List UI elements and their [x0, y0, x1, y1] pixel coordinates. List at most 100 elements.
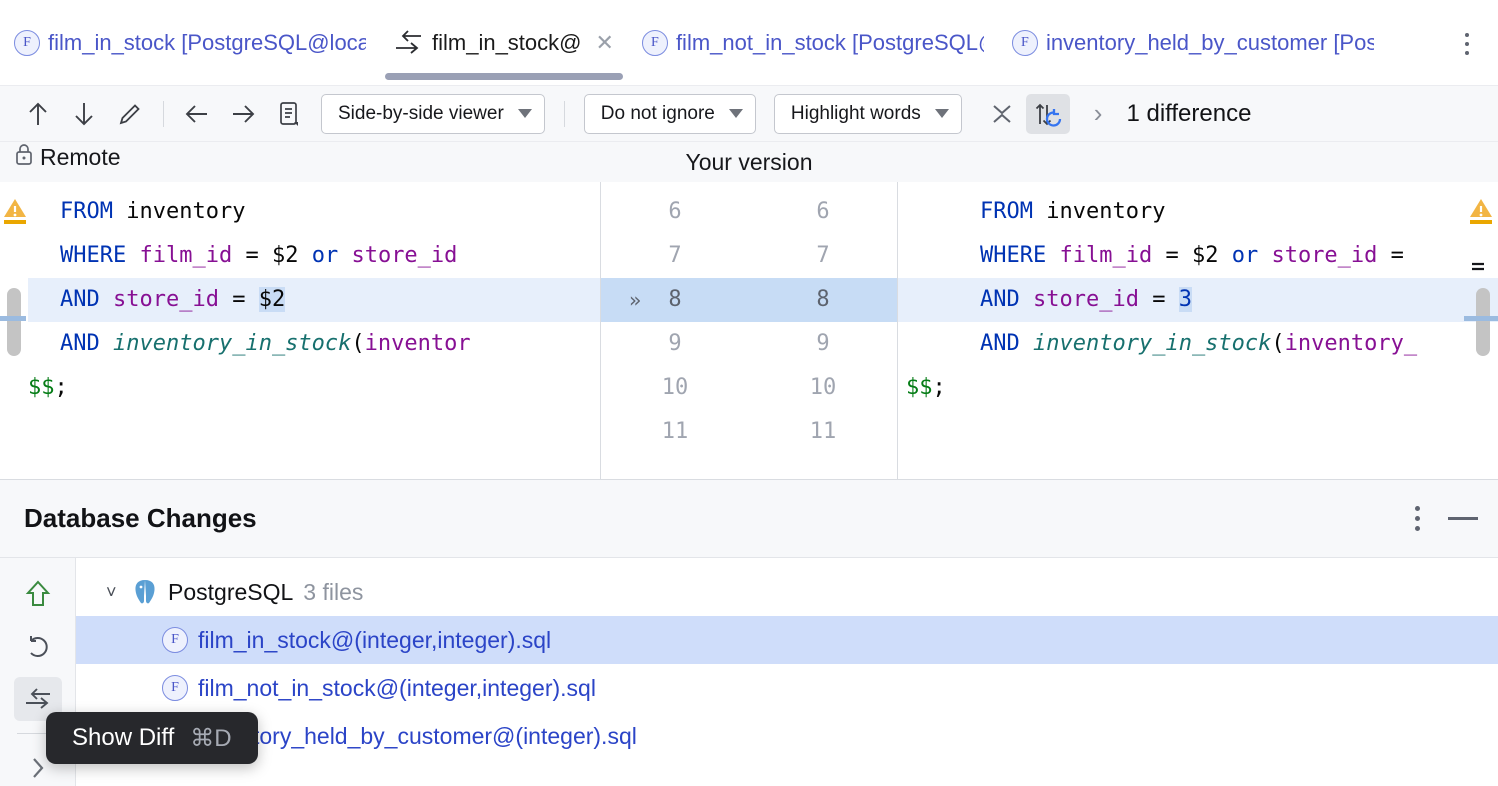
- ignore-mode-label: Do not ignore: [600, 102, 715, 124]
- function-file-icon: F: [1011, 29, 1038, 56]
- code-line: AND inventory_in_stock(inventor: [60, 331, 471, 356]
- line-number: 10: [809, 375, 837, 400]
- left-pane-title-label: Remote: [40, 143, 121, 170]
- tree-group-postgresql[interactable]: ˅ PostgreSQL 3 files: [76, 568, 1498, 616]
- rollback-icon[interactable]: [14, 624, 62, 668]
- line-number: 5: [749, 182, 897, 190]
- left-scrollbar-thumb[interactable]: [7, 288, 21, 356]
- code-line: [28, 410, 600, 454]
- apply-change-marker[interactable]: »: [629, 288, 642, 312]
- right-code-pane[interactable]: SELECT inventory_id FROM inventory WHERE…: [897, 182, 1498, 479]
- warning-triangle-icon: [2, 196, 28, 231]
- list-item-label: inventory_held_by_customer@(integer).sql: [198, 722, 637, 749]
- tab-label: inventory_held_by_customer [PostgreSQL@l…: [1045, 29, 1374, 55]
- code-line: FROM inventory: [60, 199, 246, 224]
- function-file-icon: F: [162, 627, 188, 653]
- viewer-mode-label: Side-by-side viewer: [338, 102, 504, 124]
- code-line: WHERE film_id = $2 or store_id: [60, 243, 458, 268]
- tooltip-show-diff: Show Diff ⌘D: [46, 712, 258, 764]
- highlight-mode-dropdown[interactable]: Highlight words: [773, 93, 962, 134]
- line-number: 11: [809, 419, 837, 444]
- diff-toolbar: Side-by-side viewer Do not ignore Highli…: [0, 86, 1498, 142]
- sync-scroll-icon[interactable]: [1025, 93, 1070, 134]
- function-file-icon: F: [162, 675, 188, 701]
- database-changes-header: Database Changes: [0, 480, 1498, 558]
- arrow-down-icon[interactable]: [62, 94, 106, 134]
- arrow-right-icon[interactable]: [221, 94, 265, 134]
- code-line: SELECT inventory_id: [28, 182, 600, 190]
- code-line: AND inventory_in_stock(inventory_: [980, 331, 1418, 356]
- close-icon[interactable]: ✕: [595, 29, 614, 55]
- line-number: 6: [668, 199, 682, 224]
- line-number-changed: 8: [601, 278, 749, 322]
- word-diff-token: 3: [1178, 287, 1192, 312]
- tab-label: film_in_stock@: [432, 29, 582, 55]
- line-number: 6: [816, 199, 830, 224]
- expand-chevron-icon[interactable]: [14, 746, 62, 786]
- line-number: 11: [661, 419, 689, 444]
- collapse-icon[interactable]: [980, 94, 1024, 134]
- lock-icon: [14, 142, 34, 172]
- line-number: 7: [668, 243, 682, 268]
- left-code-pane[interactable]: SELECT inventory_id FROM inventory WHERE…: [28, 182, 601, 479]
- tab-label: film_not_in_stock [PostgreSQL@localhost]: [675, 29, 984, 55]
- list-item-label: film_not_in_stock@(integer,integer).sql: [198, 674, 596, 701]
- ignore-mode-dropdown[interactable]: Do not ignore: [583, 93, 756, 134]
- annotate-document-icon[interactable]: [267, 94, 311, 134]
- right-scrollbar-change-marker: [1464, 316, 1498, 321]
- tooltip-shortcut: ⌘D: [190, 724, 232, 752]
- list-item-label: film_in_stock@(integer,integer).sql: [198, 626, 552, 653]
- diff-icon: [394, 29, 424, 56]
- postgresql-elephant-icon: [132, 578, 158, 606]
- chevron-right-icon[interactable]: ›: [1093, 98, 1103, 128]
- code-line-changed: AND store_id = 3: [898, 278, 1498, 322]
- tab-film-not-in-stock-postgresql[interactable]: F film_not_in_stock [PostgreSQL@localhos…: [628, 0, 998, 85]
- line-number: 5: [601, 182, 749, 190]
- list-item[interactable]: F film_in_stock@(integer,integer).sql: [76, 616, 1498, 664]
- tab-film-in-stock-diff[interactable]: film_in_stock@ ✕: [380, 0, 628, 85]
- right-line-numbers: 5 6 7 8 9 10 11: [749, 182, 897, 479]
- tab-inventory-held-by-customer-postgresql[interactable]: F inventory_held_by_customer [PostgreSQL…: [998, 0, 1388, 85]
- side-toolbar-divider: [16, 732, 59, 734]
- vertical-dots-icon[interactable]: [1415, 506, 1420, 531]
- toolbar-divider: [163, 100, 164, 127]
- left-scrollbar-change-marker: [0, 316, 26, 321]
- line-number: 9: [816, 331, 830, 356]
- word-diff-token: $2: [258, 287, 286, 312]
- panel-title: Database Changes: [24, 503, 257, 533]
- left-pane-title: Remote: [14, 142, 121, 172]
- chevron-down-icon[interactable]: ˅: [106, 581, 117, 602]
- editor-tab-bar: F film_in_stock [PostgreSQL@localhost] f…: [0, 0, 1498, 86]
- viewer-mode-dropdown[interactable]: Side-by-side viewer: [321, 93, 545, 134]
- code-line: $$;: [28, 375, 68, 400]
- commit-icon[interactable]: [14, 572, 62, 616]
- line-number: 9: [668, 331, 682, 356]
- diff-equals-marker: [1470, 260, 1488, 279]
- tree-group-label: PostgreSQL: [168, 578, 294, 605]
- database-changes-body: ˅ PostgreSQL 3 files F film_in_stock@(in…: [0, 558, 1498, 786]
- line-number-changed: 8: [749, 278, 897, 322]
- right-scrollbar-thumb[interactable]: [1476, 288, 1490, 356]
- chevron-down-icon: [728, 109, 743, 118]
- list-item[interactable]: F inventory_held_by_customer@(integer).s…: [76, 712, 1498, 760]
- code-line-changed: AND store_id = $2: [28, 278, 600, 322]
- diff-pane-titles: Remote Your version: [0, 142, 1498, 182]
- database-changes-side-toolbar: [0, 558, 76, 786]
- right-pane-title: Your version: [685, 148, 813, 175]
- highlight-mode-label: Highlight words: [790, 102, 921, 124]
- left-gutter: [0, 182, 28, 479]
- vertical-dots-icon[interactable]: [1454, 28, 1480, 60]
- list-item[interactable]: F film_not_in_stock@(integer,integer).sq…: [76, 664, 1498, 712]
- tab-film-in-stock-postgresql[interactable]: F film_in_stock [PostgreSQL@localhost]: [0, 0, 380, 85]
- code-line: [898, 410, 1498, 454]
- chevron-down-icon: [934, 109, 949, 118]
- tab-label: film_in_stock [PostgreSQL@localhost]: [48, 29, 366, 55]
- code-line: FROM inventory: [980, 199, 1166, 224]
- line-number-gutter: 5 6 7 8 9 10 11 » 5 6 7 8 9 10 11: [601, 182, 897, 479]
- pencil-icon[interactable]: [108, 94, 152, 134]
- arrow-up-icon[interactable]: [16, 94, 60, 134]
- tree-group-count: 3 files: [303, 578, 364, 605]
- arrow-left-icon[interactable]: [175, 94, 219, 134]
- minimize-icon[interactable]: [1448, 517, 1478, 520]
- code-line: WHERE film_id = $2 or store_id =: [980, 243, 1404, 268]
